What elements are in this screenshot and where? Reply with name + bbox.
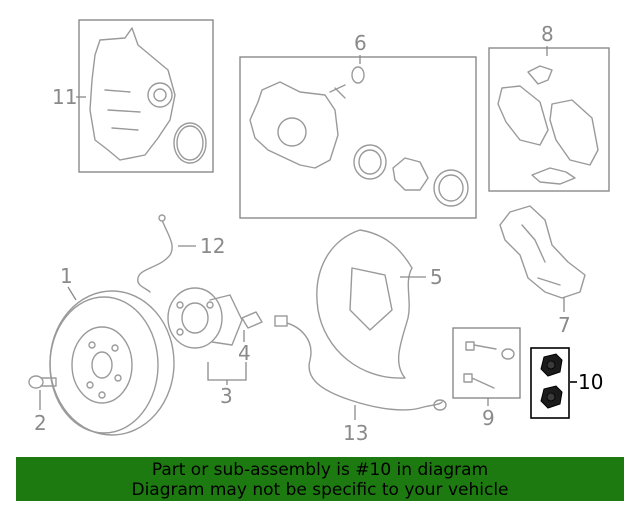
callout-4: 4 — [238, 341, 251, 365]
caliper-housing-shape — [89, 27, 176, 161]
part-10-box — [530, 347, 570, 419]
rotor-screw-head — [28, 375, 44, 389]
callout-9: 9 — [482, 406, 495, 430]
hub-bearing-body — [209, 294, 243, 346]
rotor-screw-shank — [40, 377, 57, 387]
hub-bolt — [241, 311, 263, 329]
pad-clip-bottom — [531, 167, 576, 185]
speed-sensor-connector — [274, 315, 288, 327]
hub-flange — [167, 287, 223, 349]
part-3-group[interactable]: 3 — [167, 287, 247, 408]
part-6-group[interactable]: 6 — [239, 31, 477, 219]
speed-sensor-head — [433, 399, 447, 411]
part-4-group[interactable]: 4 — [238, 311, 263, 365]
caliper-seal-ring — [173, 122, 207, 164]
callout-2: 2 — [34, 411, 47, 435]
part-1-group[interactable]: 1 — [49, 264, 175, 436]
speed-sensor-wire — [281, 321, 443, 411]
part-8-box — [488, 47, 610, 192]
bleeder-cap — [351, 66, 365, 84]
part-5-group[interactable]: 5 — [316, 229, 443, 379]
callout-13: 13 — [343, 421, 368, 445]
part-6-box — [239, 56, 477, 219]
bolt-washer — [501, 348, 515, 360]
callout-5: 5 — [430, 265, 443, 289]
brake-pad-inner — [497, 85, 549, 146]
callout-10: 10 — [578, 370, 603, 394]
splash-shield-cutout — [349, 267, 393, 331]
part-2-group[interactable]: 2 — [28, 375, 57, 435]
part-11-box — [78, 19, 214, 173]
rotor-center-bore — [91, 351, 113, 379]
callout-12: 12 — [200, 234, 225, 258]
part-12-group[interactable]: 12 — [137, 214, 226, 293]
splash-shield-shape — [316, 229, 413, 379]
part-8-group[interactable]: 8 — [488, 22, 610, 192]
caliper-body-shape — [249, 81, 339, 169]
info-banner: Part or sub-assembly is #10 in diagram D… — [16, 457, 624, 501]
pad-clip-top — [527, 65, 553, 85]
banner-line-2: Diagram may not be specific to your vehi… — [131, 480, 509, 500]
part-9-group[interactable]: 9 — [452, 327, 521, 430]
caliper-piston-port — [147, 82, 173, 108]
part-7-group[interactable]: 7 — [499, 205, 586, 337]
dust-boot — [433, 169, 469, 207]
banner-line-1: Part or sub-assembly is #10 in diagram — [151, 460, 489, 480]
callout-1: 1 — [60, 264, 73, 288]
part-11-group[interactable]: 11 — [52, 19, 214, 173]
part-13-group[interactable]: 13 — [274, 315, 447, 445]
bracket-bolt-upper — [465, 341, 497, 351]
callout-3: 3 — [220, 384, 233, 408]
bleeder-screw — [329, 84, 346, 99]
caliper-bracket-shape — [499, 205, 586, 299]
part-10-group[interactable]: 10 — [530, 347, 603, 419]
callout-6: 6 — [354, 31, 367, 55]
callout-11: 11 — [52, 85, 77, 109]
part-10-bushing-upper[interactable] — [540, 353, 563, 377]
brake-hose — [137, 219, 173, 293]
caliper-piston — [392, 157, 429, 191]
brake-pad-outer — [549, 99, 599, 166]
hub-bore — [181, 302, 209, 334]
callout-7: 7 — [558, 313, 571, 337]
part-9-box — [452, 327, 521, 399]
bracket-bolt-lower — [463, 373, 495, 389]
part-10-bushing-lower[interactable] — [540, 385, 563, 409]
rotor-hat — [71, 326, 133, 404]
callout-8: 8 — [541, 22, 554, 46]
piston-seal — [353, 144, 387, 180]
